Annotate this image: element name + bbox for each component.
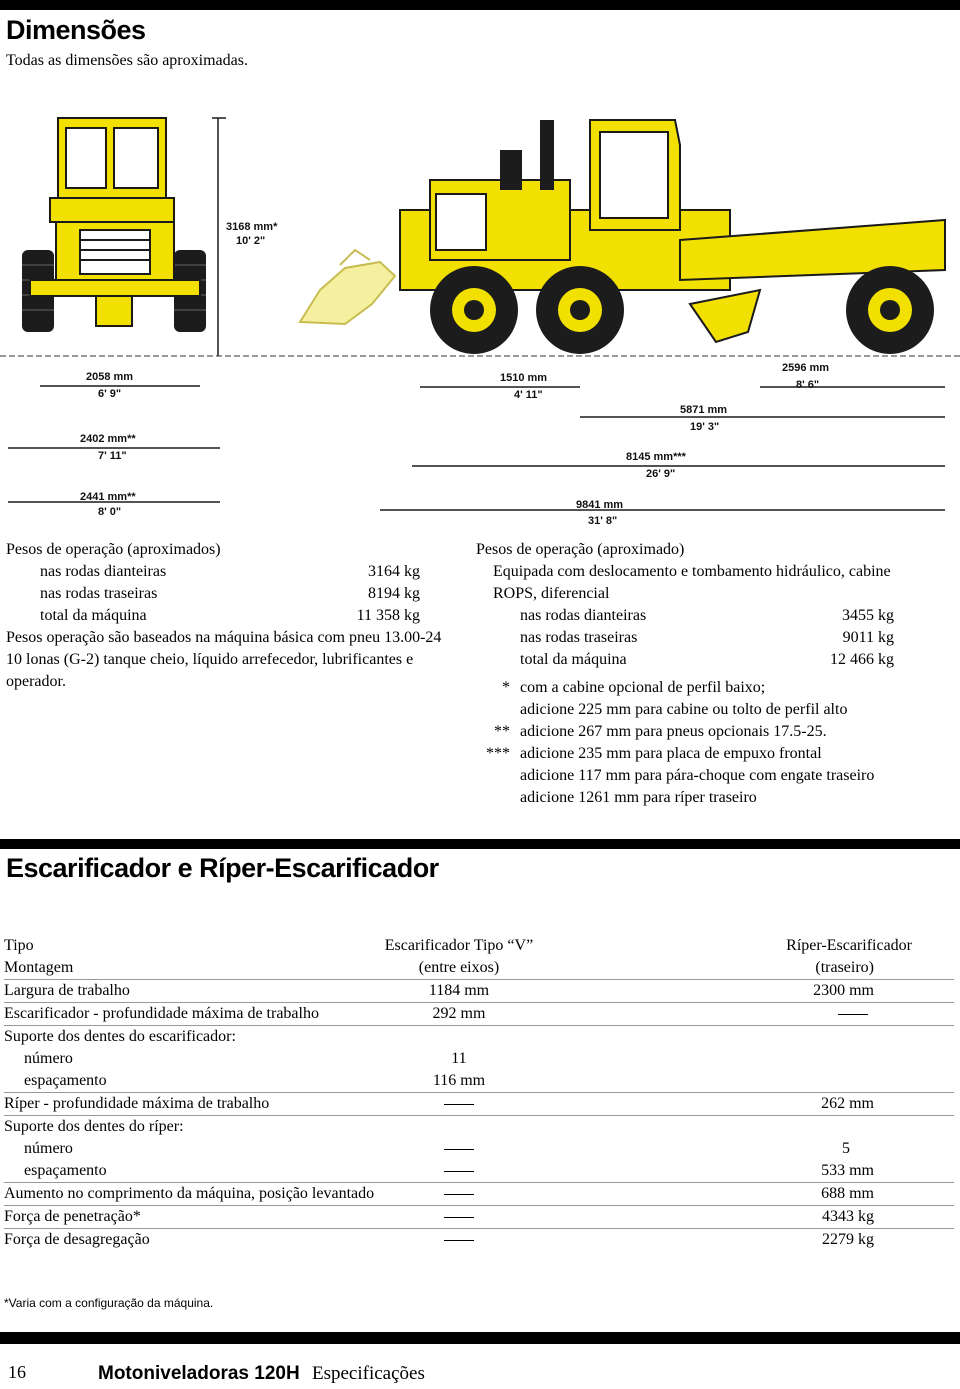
table-row: Força de penetração* 4343 kg — [4, 1205, 954, 1229]
left-weights-note: Pesos operação são baseados na máquina b… — [6, 629, 442, 690]
footnote-item: *com a cabine opcional de perfil baixo; — [502, 679, 766, 696]
dim-width2-ft: 8' 0" — [98, 506, 121, 518]
spec-table: Tipo Escarificador Tipo “V” Ríper-Escari… — [4, 935, 954, 1251]
table-row: número 11 — [24, 1050, 467, 1067]
table-row: Força de desagregação 2279 kg — [4, 1228, 954, 1251]
dim-tandem-mm: 1510 mm — [500, 372, 547, 384]
dim-height-ft: 10' 2" — [236, 235, 265, 247]
dash-icon — [443, 1148, 474, 1150]
dim-length1-mm: 8145 mm*** — [626, 451, 687, 463]
left-weight-row: total da máquina 11 358 kg — [40, 607, 420, 624]
footer-rule — [0, 1332, 960, 1344]
right-weights: Pesos de operação (aproximado) Equipada … — [476, 539, 946, 809]
footer-subtitle: Especificações — [312, 1363, 425, 1384]
footnote-item: **adicione 267 mm para pneus opcionais 1… — [494, 723, 827, 740]
footnote-item: adicione 225 mm para cabine ou tolto de … — [520, 701, 848, 718]
table-row: espaçamento 533 mm — [24, 1162, 874, 1179]
dim-track-ft: 6' 9" — [98, 388, 121, 400]
table-row: espaçamento 116 mm — [24, 1072, 486, 1089]
left-weights: Pesos de operação (aproximados) nas roda… — [6, 539, 446, 693]
right-weights-heading: Pesos de operação (aproximado) — [476, 541, 685, 558]
right-weight-row: nas rodas dianteiras 3455 kg — [520, 607, 894, 624]
front-view-machine — [22, 117, 397, 332]
table-row: Ríper - profundidade máxima de trabalho … — [4, 1092, 954, 1116]
right-weight-row: total da máquina 12 466 kg — [520, 651, 894, 668]
dim-length1-ft: 26' 9" — [646, 468, 675, 480]
dim-wheelbase-ft: 19' 3" — [690, 421, 719, 433]
dim-tandem-ft: 4' 11" — [514, 389, 543, 401]
table-row: Escarificador - profundidade máxima de t… — [4, 1002, 954, 1026]
section-rule — [0, 839, 960, 849]
table-row: Suporte dos dentes do escarificador: — [4, 1025, 954, 1048]
table-row: número 5 — [24, 1140, 850, 1157]
footnote-item: adicione 117 mm para pára-choque com eng… — [520, 767, 875, 784]
dim-track-mm: 2058 mm — [86, 371, 133, 383]
dim-blade-ft: 8' 6" — [796, 379, 819, 391]
dim-blade-mm: 2596 mm — [782, 362, 829, 374]
left-weight-row: nas rodas dianteiras 3164 kg — [40, 563, 420, 580]
dash-icon — [838, 1013, 868, 1015]
left-weights-heading: Pesos de operação (aproximados) — [6, 541, 221, 558]
right-weight-row: nas rodas traseiras 9011 kg — [520, 629, 894, 646]
dimension-figure: 3168 mm* 10' 2" 2058 mm 6' 9" 2402 mm** … — [0, 90, 960, 530]
dim-width2-mm: 2441 mm** — [80, 491, 136, 503]
footnote-item: adicione 1261 mm para ríper traseiro — [520, 789, 757, 806]
dash-icon — [443, 1103, 474, 1105]
table-row: Suporte dos dentes do ríper: — [4, 1115, 954, 1138]
page-title: Dimensões — [6, 15, 146, 45]
page-number: 16 — [8, 1362, 26, 1382]
dim-length2-mm: 9841 mm — [576, 499, 623, 511]
table-header-row: Montagem (entre eixos) (traseiro) — [4, 959, 874, 976]
dim-length2-ft: 31' 8" — [588, 515, 617, 527]
dash-icon — [443, 1216, 474, 1218]
dim-width1-ft: 7' 11" — [98, 450, 127, 462]
dim-height-mm: 3168 mm* — [226, 221, 278, 233]
dim-width1-mm: 2402 mm** — [80, 433, 136, 445]
section-title: Escarificador e Ríper-Escarificador — [6, 853, 439, 883]
table-row: Aumento no comprimento da máquina, posiç… — [4, 1182, 954, 1206]
footer-title: Motoniveladoras 120H — [98, 1363, 300, 1384]
dash-icon — [443, 1193, 474, 1195]
top-rule — [0, 0, 960, 10]
dash-icon — [443, 1170, 474, 1172]
footnote-item: ***adicione 235 mm para placa de empuxo … — [486, 745, 822, 762]
side-view-machine — [399, 119, 946, 354]
right-weights-desc: ROPS, diferencial — [493, 585, 610, 602]
table-footnote: *Varia com a configuração da máquina. — [4, 1296, 214, 1310]
dash-icon — [443, 1239, 474, 1241]
left-weight-row: nas rodas traseiras 8194 kg — [40, 585, 420, 602]
dim-wheelbase-mm: 5871 mm — [680, 404, 727, 416]
table-row: Largura de trabalho 1184 mm 2300 mm — [4, 979, 954, 1003]
page-subtitle: Todas as dimensões são aproximadas. — [6, 52, 248, 69]
table-header-row: Tipo Escarificador Tipo “V” Ríper-Escari… — [4, 937, 912, 954]
right-weights-desc: Equipada com deslocamento e tombamento h… — [493, 563, 891, 580]
